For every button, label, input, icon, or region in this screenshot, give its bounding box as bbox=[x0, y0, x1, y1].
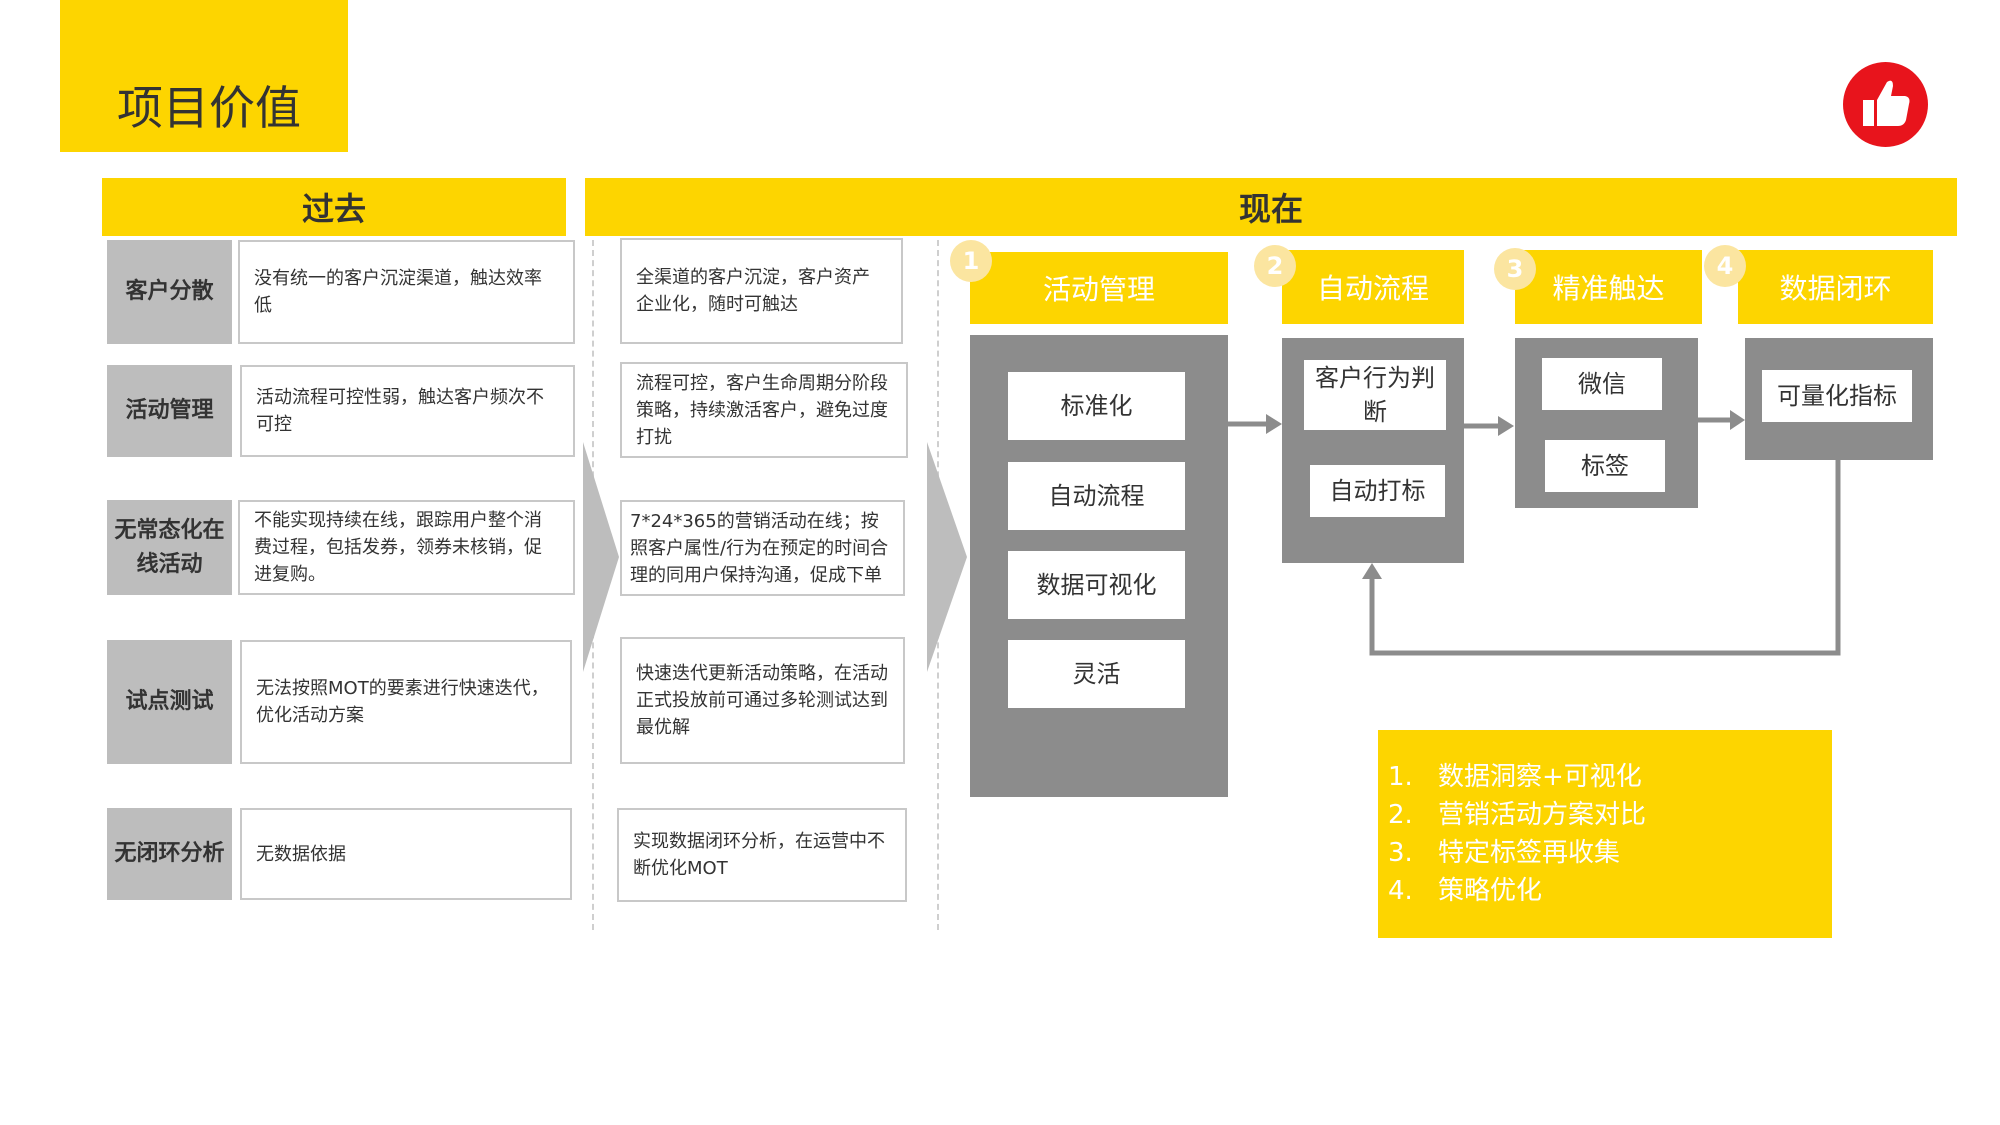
page-title: 项目价值 bbox=[117, 81, 301, 135]
step-item: 客户行为判断 bbox=[1304, 360, 1446, 430]
chevron-arrow-icon bbox=[583, 442, 619, 672]
chevron-arrow-icon bbox=[927, 442, 967, 672]
past-header: 过去 bbox=[102, 178, 566, 236]
thumbs-up-icon bbox=[1843, 62, 1928, 147]
past-description: 不能实现持续在线，跟踪用户整个消费过程，包括发券，领券未核销，促进复购。 bbox=[238, 500, 575, 595]
step-item: 标准化 bbox=[1008, 372, 1185, 440]
now-header: 现在 bbox=[585, 178, 1957, 236]
step-item: 灵活 bbox=[1008, 640, 1185, 708]
now-description: 7*24*365的营销活动在线；按照客户属性/行为在预定的时间合理的同用户保持沟… bbox=[620, 500, 905, 596]
title-box bbox=[60, 0, 348, 152]
now-description: 实现数据闭环分析，在运营中不断优化MOT bbox=[617, 808, 907, 902]
step-title: 自动流程 bbox=[1282, 250, 1464, 324]
row-label: 试点测试 bbox=[107, 640, 232, 764]
step-title: 精准触达 bbox=[1515, 250, 1702, 324]
step-item: 可量化指标 bbox=[1762, 370, 1912, 422]
step-number-badge: 4 bbox=[1704, 245, 1746, 287]
step-title: 活动管理 bbox=[970, 252, 1228, 324]
summary-item: 2. 营销活动方案对比 bbox=[1388, 800, 1647, 830]
summary-box: 1. 数据洞察+可视化 2. 营销活动方案对比 3. 特定标签再收集 4. 策略… bbox=[1378, 730, 1832, 938]
summary-item: 4. 策略优化 bbox=[1388, 876, 1543, 906]
step-item: 微信 bbox=[1542, 358, 1662, 410]
past-description: 活动流程可控性弱，触达客户频次不可控 bbox=[240, 365, 575, 457]
past-description: 无数据依据 bbox=[240, 808, 572, 900]
step-number-badge: 1 bbox=[950, 240, 992, 282]
now-description: 全渠道的客户沉淀，客户资产企业化，随时可触达 bbox=[620, 238, 903, 344]
row-label: 无闭环分析 bbox=[107, 808, 232, 900]
now-description: 流程可控，客户生命周期分阶段策略，持续激活客户，避免过度打扰 bbox=[620, 362, 908, 458]
row-label: 无常态化在线活动 bbox=[107, 500, 232, 595]
step-number-badge: 3 bbox=[1494, 248, 1536, 290]
past-description: 没有统一的客户沉淀渠道，触达效率低 bbox=[238, 240, 575, 344]
step-item: 标签 bbox=[1545, 440, 1665, 492]
step-item: 自动打标 bbox=[1310, 465, 1445, 517]
summary-item: 3. 特定标签再收集 bbox=[1388, 838, 1621, 868]
step-item: 自动流程 bbox=[1008, 462, 1185, 530]
past-description: 无法按照MOT的要素进行快速迭代，优化活动方案 bbox=[240, 640, 572, 764]
step-item: 数据可视化 bbox=[1008, 551, 1185, 619]
step-title: 数据闭环 bbox=[1738, 250, 1933, 324]
step-number-badge: 2 bbox=[1254, 245, 1296, 287]
row-label: 活动管理 bbox=[107, 365, 232, 457]
now-description: 快速迭代更新活动策略，在活动正式投放前可通过多轮测试达到最优解 bbox=[620, 637, 905, 764]
row-label: 客户分散 bbox=[107, 240, 232, 344]
summary-item: 1. 数据洞察+可视化 bbox=[1388, 762, 1642, 792]
